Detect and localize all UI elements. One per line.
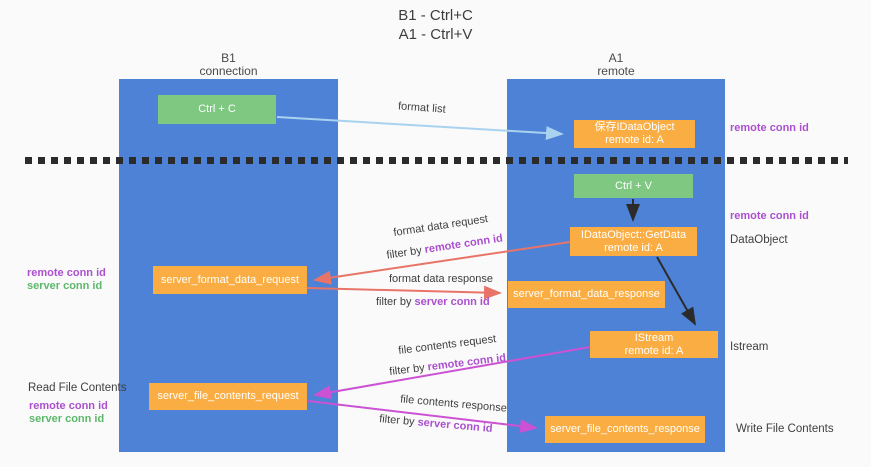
label-read-file-contents: Read File Contents [28,382,127,394]
label-format-data-response: format data response [389,273,493,285]
label-remote-conn-id-right: remote conn id [730,210,809,222]
title-line-1: B1 - Ctrl+C [398,7,473,24]
title-line-2: A1 - Ctrl+V [398,26,473,43]
node-ctrl-c: Ctrl + C [158,95,276,124]
label-filter-server-1: filter by server conn id [376,296,490,308]
remote-conn-id-text: remote conn id [423,232,504,256]
node-save-idataobject-line2: remote id: A [605,134,664,146]
filter-prefix-text: filter by [376,296,415,308]
node-istream-line2: remote id: A [624,344,684,357]
label-server-conn-id-left-1: server conn id [27,280,103,292]
label-dataobject: DataObject [730,234,788,246]
label-file-contents-request: file contents request [397,333,497,357]
label-format-list: format list [397,100,447,116]
right-column-subtitle: remote [597,64,635,78]
right-column-title: A1 [608,51,624,65]
node-istream-line1: IStream [634,331,674,344]
label-remote-conn-id-top-right: remote conn id [730,122,809,134]
left-column-title: B1 [221,51,236,65]
label-filter-server-2: filter by server conn id [379,413,493,435]
left-column-subtitle: connection [199,64,258,78]
label-istream: Istream [730,341,769,353]
left-column-header: B1 connection [119,52,338,78]
node-server-format-data-response: server_format_data_response [508,281,665,308]
node-ctrl-c-label: Ctrl + C [198,103,236,115]
node-server-file-contents-request: server_file_contents_request [149,383,307,410]
node-server-file-contents-response: server_file_contents_response [545,416,705,443]
server-conn-id-text: server conn id [414,296,490,308]
filter-prefix-text: filter by [378,413,419,429]
label-file-contents-response: file contents response [399,393,508,415]
dashed-separator-line [25,157,848,164]
node-ctrl-v: Ctrl + V [574,174,693,198]
label-remote-conn-id-left-2: remote conn id [29,400,108,412]
node-idataobject-getdata: IDataObject::GetData remote id: A [570,227,697,256]
diagram-title: B1 - Ctrl+C A1 - Ctrl+V [0,6,871,44]
label-write-file-contents: Write File Contents [736,423,834,435]
label-format-data-request: format data request [392,213,489,239]
filter-prefix-text: filter by [385,244,426,262]
label-remote-conn-id-left-1: remote conn id [27,267,106,279]
node-save-idataobject: 保存IDataObject remote id: A [574,120,695,148]
node-server-file-contents-request-label: server_file_contents_request [157,390,299,402]
node-server-format-data-request-label: server_format_data_request [160,273,300,286]
server-conn-id-text: server conn id [417,416,494,435]
node-server-format-data-request: server_format_data_request [153,266,307,294]
label-server-conn-id-left-2: server conn id [29,413,105,425]
node-save-idataobject-line1: 保存IDataObject [594,121,675,133]
node-server-format-data-response-label: server_format_data_response [513,288,660,300]
node-istream: IStream remote id: A [590,331,718,358]
filter-prefix-text: filter by [388,361,429,379]
node-server-file-contents-response-label: server_file_contents_response [550,423,700,435]
node-idataobject-getdata-line2: remote id: A [604,241,663,254]
remote-conn-id-text: remote conn id [426,351,507,374]
node-ctrl-v-label: Ctrl + V [615,179,652,192]
node-idataobject-getdata-line1: IDataObject::GetData [580,228,687,241]
right-column-header: A1 remote [507,52,725,78]
